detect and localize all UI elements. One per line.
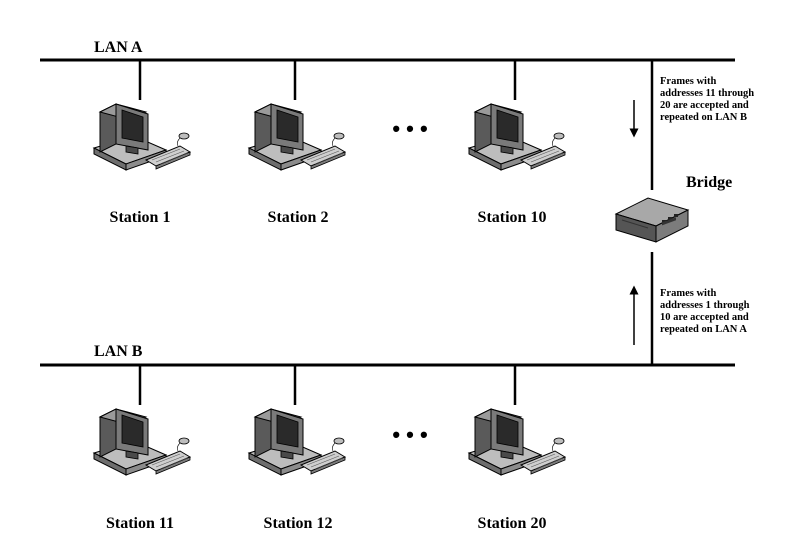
computer-workstation-icon <box>468 408 566 476</box>
computer-workstation-icon <box>248 408 346 476</box>
station-label: Station 2 <box>268 209 329 226</box>
computer-workstation-icon <box>248 103 346 171</box>
note-b-to-a: Frames with addresses 1 through 10 are a… <box>660 288 752 335</box>
ellipsis: • • • <box>392 422 427 447</box>
lan-a-label: LAN A <box>94 39 143 56</box>
station-label: Station 1 <box>110 209 171 226</box>
station-label: Station 11 <box>106 515 174 532</box>
station-label: Station 12 <box>264 515 333 532</box>
note-a-to-b: Frames with addresses 11 through 20 are … <box>660 76 757 123</box>
computer-workstation-icon <box>468 103 566 171</box>
computer-workstation-icon <box>93 103 191 171</box>
ellipsis: • • • <box>392 116 427 141</box>
bridge-device-icon <box>615 197 689 243</box>
computer-workstation-icon <box>93 408 191 476</box>
station-label: Station 20 <box>478 515 547 532</box>
bridge-label: Bridge <box>686 174 732 191</box>
station-label: Station 10 <box>478 209 547 226</box>
lan-b-label: LAN B <box>94 343 143 360</box>
